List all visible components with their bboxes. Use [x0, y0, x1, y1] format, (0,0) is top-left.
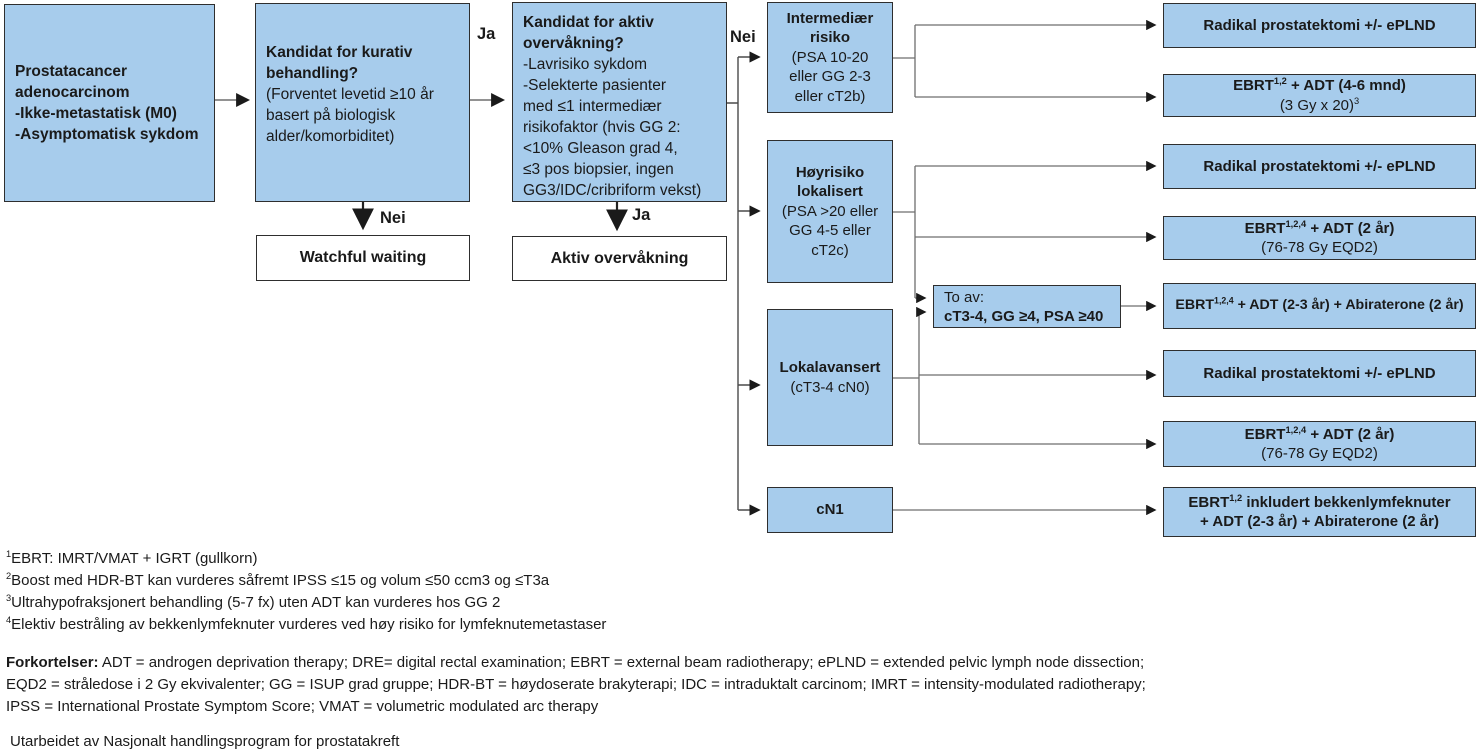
- risk-box-locally-advanced: Lokalavansert (cT3-4 cN0): [767, 309, 893, 446]
- curative-decision-box: Kandidat for kurativ behandling? (Forven…: [255, 3, 470, 202]
- label-nei-risk: Nei: [730, 28, 756, 46]
- active-surveillance-label: Aktiv overvåkning: [550, 249, 689, 267]
- two-of-intro: To av:: [944, 288, 985, 306]
- label-nei-watchful: Nei: [380, 209, 406, 227]
- risk-box-cn1: cN1: [767, 487, 893, 533]
- label-ja-surveillance: Ja: [632, 206, 651, 224]
- footnote-4: 4Elektiv bestråling av bekkenlymfeknuter…: [6, 615, 607, 633]
- start-box-text: Prostatacancer adenocarcinom -Ikke-metas…: [15, 63, 199, 143]
- two-of-criteria: cT3-4, GG ≥4, PSA ≥40: [944, 307, 1104, 325]
- footnote-2: 2Boost med HDR-BT kan vurderes såfremt I…: [6, 571, 550, 589]
- watchful-waiting-box: Watchful waiting: [256, 235, 470, 281]
- treatment-box-ebrt-adt-abiraterone: EBRT1,2,4 + ADT (2-3 år) + Abiraterone (…: [1163, 283, 1476, 329]
- treatment-box-ebrt-adt-2yr-high-risk: EBRT1,2,4 + ADT (2 år) (76-78 Gy EQD2): [1163, 216, 1476, 260]
- active-surveillance-box: Aktiv overvåkning: [512, 236, 727, 281]
- risk-box-high-localized: Høyrisiko lokalisert (PSA >20 eller GG 4…: [767, 140, 893, 283]
- active-surveillance-decision-title: Kandidat for aktiv overvåkning?: [523, 14, 654, 52]
- watchful-waiting-label: Watchful waiting: [299, 249, 427, 266]
- abbreviations-line-3: IPSS = International Prostate Symptom Sc…: [6, 698, 599, 715]
- footnotes: 1EBRT: IMRT/VMAT + IGRT (gullkorn) 2Boos…: [6, 548, 606, 636]
- footnote-1: 1EBRT: IMRT/VMAT + IGRT (gullkorn): [6, 549, 258, 567]
- abbreviations-line-2: EQD2 = stråledose i 2 Gy ekvivalenter; G…: [6, 676, 1146, 693]
- two-of-criteria-box: To av: cT3-4, GG ≥4, PSA ≥40: [933, 285, 1121, 328]
- treatment-box-ebrt-adt-2yr-locally-advanced: EBRT1,2,4 + ADT (2 år) (76-78 Gy EQD2): [1163, 421, 1476, 467]
- curative-decision-title: Kandidat for kurativ behandling?: [266, 44, 413, 82]
- treatment-box-ebrt-adt-4-6mnd: EBRT1,2 + ADT (4-6 mnd) (3 Gy x 20)3: [1163, 74, 1476, 117]
- footnote-3: 3Ultrahypofraksjonert behandling (5-7 fx…: [6, 593, 501, 611]
- risk-box-intermediate: Intermediær risiko (PSA 10-20 eller GG 2…: [767, 2, 893, 113]
- active-surveillance-decision-box: Kandidat for aktiv overvåkning? -Lavrisi…: [512, 2, 727, 202]
- active-surveillance-decision-body: -Lavrisiko sykdom -Selekterte pasienter …: [523, 56, 702, 199]
- treatment-box-ebrt-pelvic-nodes: EBRT1,2 inkludert bekkenlymfeknuter + AD…: [1163, 487, 1476, 537]
- credit-line: Utarbeidet av Nasjonalt handlingsprogram…: [10, 733, 400, 750]
- treatment-box-rp-locally-advanced: Radikal prostatektomi +/- ePLND: [1163, 350, 1476, 397]
- start-box: Prostatacancer adenocarcinom -Ikke-metas…: [4, 4, 215, 202]
- abbreviations: Forkortelser: ADT = androgen deprivation…: [6, 652, 1146, 718]
- abbreviations-line-1: Forkortelser: ADT = androgen deprivation…: [6, 654, 1145, 671]
- label-ja-curative: Ja: [477, 25, 496, 43]
- curative-decision-body: (Forventet levetid ≥10 år basert på biol…: [266, 86, 434, 145]
- treatment-box-rp-high-risk: Radikal prostatektomi +/- ePLND: [1163, 144, 1476, 189]
- treatment-box-rp-intermediate: Radikal prostatektomi +/- ePLND: [1163, 3, 1476, 48]
